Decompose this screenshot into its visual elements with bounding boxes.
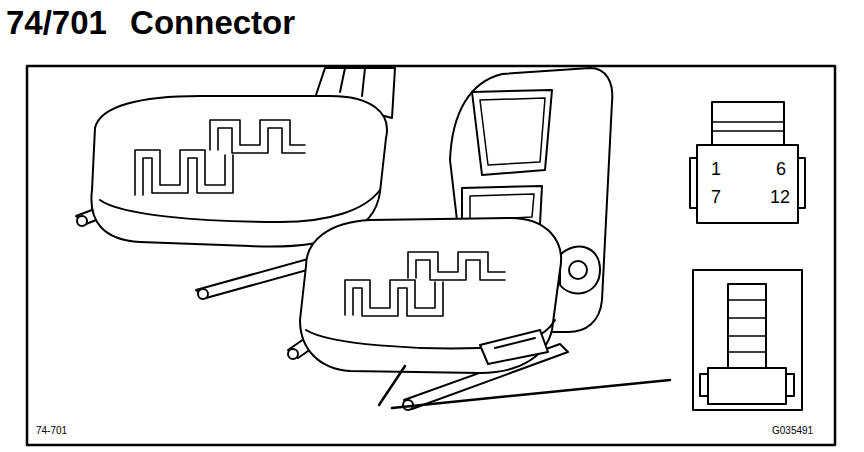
pin-number: 1	[711, 160, 721, 178]
connector-side	[693, 270, 802, 410]
page-title: 74/701 Connector	[6, 6, 295, 39]
drawing-number: G035491	[772, 426, 813, 436]
figure-number: 74-701	[36, 426, 67, 436]
connector-face	[690, 102, 805, 223]
pin-number: 12	[770, 188, 790, 206]
pin-number: 7	[711, 188, 721, 206]
leader-line	[379, 366, 405, 405]
leader-line	[392, 380, 670, 408]
figure-frame	[27, 66, 835, 445]
right-seat	[288, 68, 612, 410]
pin-number: 6	[776, 160, 786, 178]
